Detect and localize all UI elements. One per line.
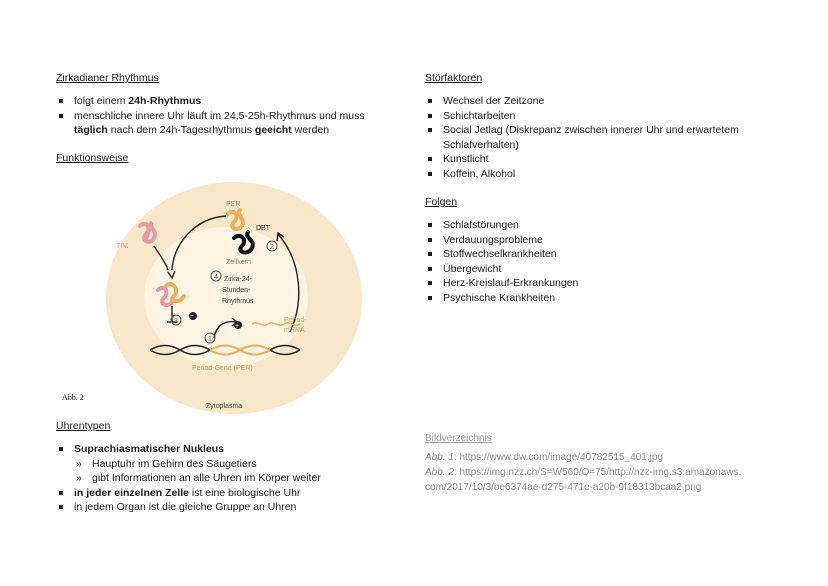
svg-text:1: 1 — [208, 336, 212, 343]
label-period-gene: Period-Gene (PER) — [192, 365, 253, 372]
figure-caption: Abb. 2 — [62, 393, 84, 402]
dna-strand — [149, 344, 301, 356]
mrna-shape — [251, 322, 301, 326]
heading-folgen: Folgen — [425, 196, 458, 208]
step-circle — [204, 332, 216, 344]
list-item: folgt einem 24h-Rhythmus — [56, 94, 396, 109]
list-item: Psychische Krankheiten — [425, 291, 765, 306]
label-rhythmus: Rhythmus — [222, 298, 254, 305]
svg-text:+: + — [235, 323, 239, 330]
heading-funktionsweise: Funktionsweise — [56, 152, 129, 164]
list-item: Wechsel der Zeitzone — [425, 94, 765, 109]
list-item: menschliche innere Uhr läuft im 24,5-25h… — [56, 109, 396, 138]
minus-circle — [189, 312, 197, 320]
list-item: Kunstlicht — [425, 152, 765, 167]
label-zellkern: Zellkern — [226, 259, 251, 266]
dbt-protein-shape — [232, 230, 255, 255]
list-item: Schlafstörungen — [425, 218, 765, 233]
list-item: Schichtarbeiten — [425, 109, 765, 124]
step-circle — [210, 270, 222, 282]
label-zytoplasma: Zytoplasma — [206, 403, 242, 410]
heading-stoerfaktoren: Störfaktoren — [425, 72, 483, 84]
step-circle — [266, 240, 278, 252]
per-protein-shape — [226, 208, 245, 231]
label-per: PER — [226, 201, 240, 208]
tim-protein-shape — [138, 220, 157, 244]
list-item: Social Jetlag (Diskrepanz zwischen inner… — [425, 123, 765, 152]
heading-zirkadianer-rhythmus: Zirkadianer Rhythmus — [56, 72, 159, 84]
label-tim: TIM — [116, 243, 128, 250]
image-sources: Abb. 1: https://www.dw.com/image/4078251… — [425, 450, 770, 495]
list-item-sub: Hauptuhr im Gehirn des Säugetiers — [56, 457, 396, 472]
arrow-mrna-to-per — [277, 233, 300, 333]
list-item: in jedem Organ ist die gleiche Gruppe an… — [56, 500, 396, 515]
list-item-sub: gibt Informationen an alle Uhren im Körp… — [56, 471, 396, 486]
label-zirka: Zirka-24- — [224, 276, 253, 283]
source-abb2-cont: com/2017/10/3/be6374ae-d275-471e-a20b-9f… — [425, 482, 702, 493]
list-item: Herz-Kreislauf-Erkrankungen — [425, 276, 765, 291]
nucleus-shape — [144, 227, 308, 367]
svg-text:3: 3 — [174, 318, 178, 325]
list-item: in jeder einzelnen Zelle ist eine biolog… — [56, 486, 396, 501]
label-dbt: DBT — [256, 225, 271, 232]
source-abb1: Abb. 1: https://www.dw.com/image/4078251… — [425, 452, 663, 463]
circadian-clock-figure: 2 4 3 1 − + PER DBT TIM Zellkern Zirka-2… — [62, 182, 362, 414]
label-period-mrna-2: mRNA — [284, 327, 305, 334]
stoer-list: Wechsel der Zeitzone Schichtarbeiten Soc… — [425, 94, 765, 181]
folgen-list: Schlafstörungen Verdauungsprobleme Stoff… — [425, 218, 765, 305]
heading-uhrentypen: Uhrentypen — [56, 420, 111, 432]
label-period-mrna-1: Period- — [284, 317, 307, 324]
source-abb2: Abb. 2: https://img.nzz.ch/S=W560/O=75/h… — [425, 467, 742, 478]
label-stunden: Stunden- — [222, 287, 251, 294]
step-circle — [170, 314, 182, 326]
complex-protein-shape — [156, 282, 186, 307]
heading-bildverzeichnis: Bildverzeichnis — [425, 433, 492, 444]
plus-circle — [234, 321, 242, 329]
types-list: Suprachiasmatischer Nukleus Hauptuhr im … — [56, 442, 396, 515]
svg-text:4: 4 — [214, 274, 218, 281]
arrow-per-to-complex — [171, 215, 227, 271]
list-item: Stoffwechselkrankheiten — [425, 247, 765, 262]
list-item: Suprachiasmatischer Nukleus — [56, 442, 396, 457]
list-item: Verdauungsprobleme — [425, 233, 765, 248]
list-item: Koffein, Alkohol — [425, 167, 765, 182]
list-item: Übergewicht — [425, 262, 765, 277]
rhythm-list: folgt einem 24h-Rhythmus menschliche inn… — [56, 94, 396, 138]
svg-text:−: − — [190, 313, 194, 320]
svg-text:2: 2 — [270, 244, 274, 251]
